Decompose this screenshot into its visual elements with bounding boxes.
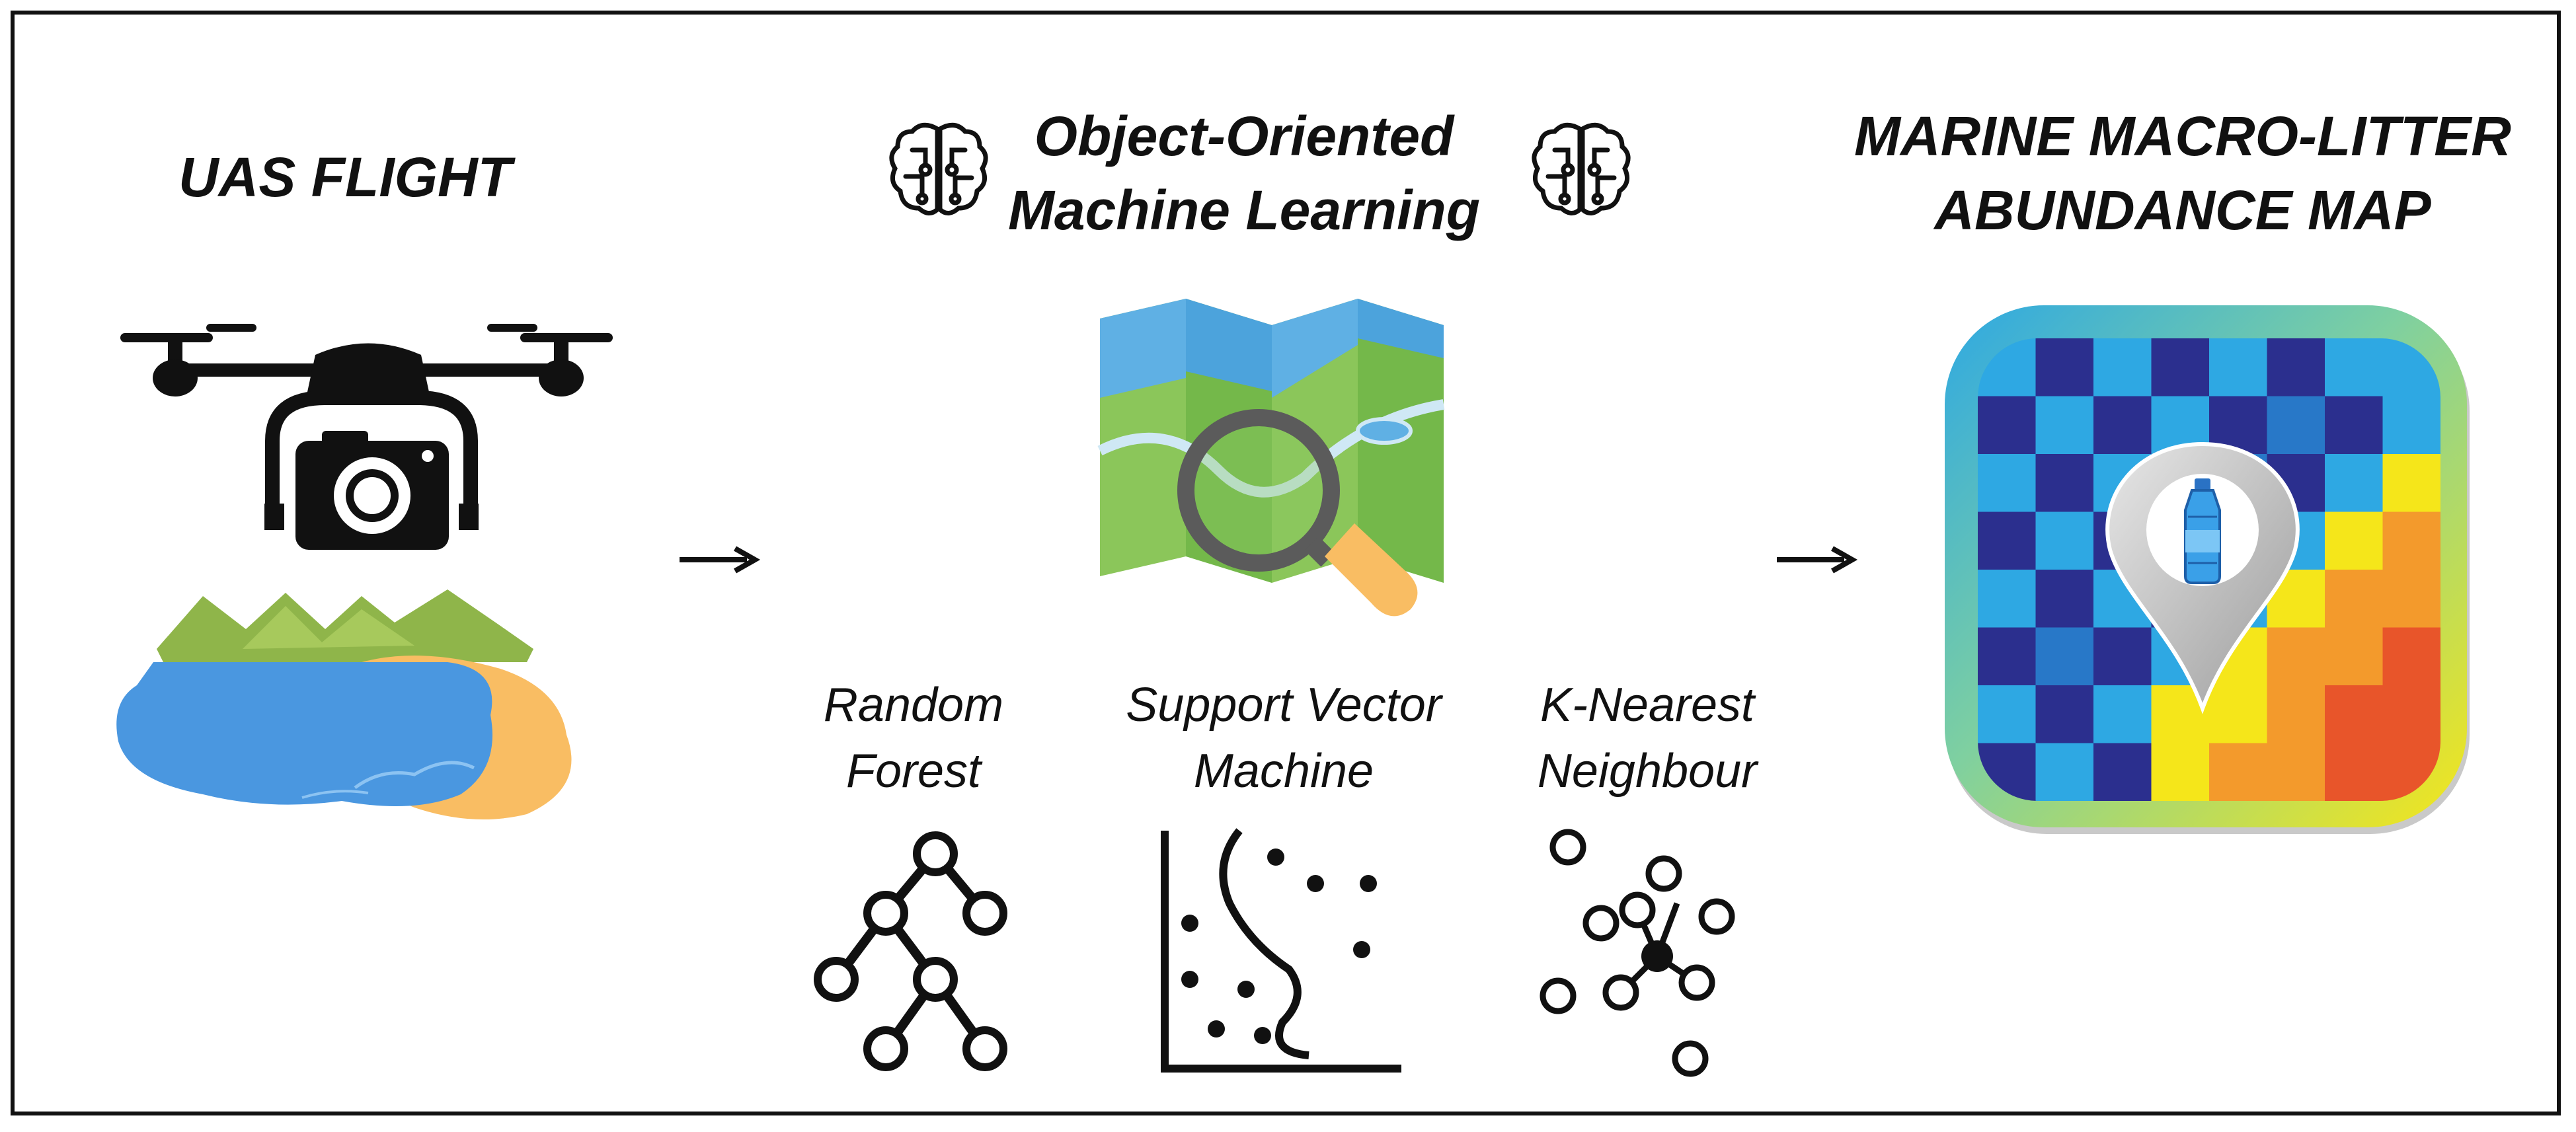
heatmap-cell bbox=[2382, 454, 2440, 513]
heatmap-cell bbox=[2382, 570, 2440, 628]
ml-title-line2: Machine Learning bbox=[1007, 179, 1481, 241]
heatmap-cell bbox=[1978, 511, 2037, 570]
arrow-right-icon bbox=[680, 546, 761, 574]
method-label-line1: Random bbox=[823, 679, 1004, 732]
heatmap-cell bbox=[2035, 627, 2094, 686]
heatmap-cell bbox=[2035, 396, 2094, 455]
heatmap-cell bbox=[2267, 685, 2325, 744]
method-label-line1: K-Nearest bbox=[1540, 679, 1755, 732]
heatmap-cell bbox=[2035, 338, 2094, 397]
method-label-line2: Neighbour bbox=[1537, 745, 1758, 798]
brain-circuit-icon bbox=[1532, 122, 1631, 215]
heatmap-cell bbox=[2325, 743, 2384, 801]
heatmap-cell bbox=[2093, 338, 2152, 397]
heatmap-cell bbox=[2035, 511, 2094, 570]
method-label-line2: Forest bbox=[845, 745, 982, 798]
heatmap-cell bbox=[2267, 743, 2325, 801]
heatmap-cell bbox=[2035, 570, 2094, 628]
heatmap-cell bbox=[2267, 627, 2325, 686]
heatmap-cell bbox=[2151, 338, 2210, 397]
heatmap-cell bbox=[2382, 396, 2440, 455]
landscape-icon bbox=[116, 589, 572, 819]
heatmap-cell bbox=[2267, 396, 2325, 455]
arrow-right-icon bbox=[1777, 546, 1858, 574]
heatmap-cell bbox=[1978, 454, 2037, 513]
heatmap-cell bbox=[1978, 570, 2037, 628]
heatmap-cell bbox=[2093, 396, 2152, 455]
heatmap-cell bbox=[1978, 396, 2037, 455]
heatmap-cell bbox=[2209, 338, 2268, 397]
heatmap-cell bbox=[2325, 454, 2384, 513]
diagram-frame: UAS FLIGHT bbox=[11, 11, 2561, 1115]
map-title-line2: ABUNDANCE MAP bbox=[1934, 179, 2431, 241]
decision-tree-icon bbox=[814, 831, 1007, 1071]
drone-camera-icon bbox=[120, 324, 613, 550]
method-label-line2: Machine bbox=[1193, 745, 1374, 798]
brain-circuit-icon bbox=[889, 122, 988, 215]
ml-title-line1: Object-Oriented bbox=[1034, 105, 1454, 167]
heatmap-cell bbox=[2325, 511, 2384, 570]
knn-graph-icon bbox=[1540, 829, 1735, 1077]
heatmap-cell bbox=[2209, 685, 2268, 744]
heatmap-cell bbox=[2151, 743, 2210, 801]
heatmap-cell bbox=[2325, 396, 2384, 455]
heatmap-cell bbox=[2209, 743, 2268, 801]
heatmap-cell bbox=[2325, 685, 2384, 744]
heatmap-cell bbox=[2382, 685, 2440, 744]
bottle-icon bbox=[2184, 478, 2221, 584]
heatmap-cell bbox=[2035, 685, 2094, 744]
heatmap-cell bbox=[2035, 454, 2094, 513]
heatmap-cell bbox=[2035, 743, 2094, 801]
heatmap-cell bbox=[2093, 743, 2152, 801]
heatmap-cell bbox=[2093, 685, 2152, 744]
method-label-line1: Support Vector bbox=[1126, 679, 1442, 732]
heatmap-cell bbox=[2382, 627, 2440, 686]
map-title-line1: MARINE MACRO-LITTER bbox=[1854, 105, 2511, 167]
uas-flight-title: UAS FLIGHT bbox=[178, 146, 512, 208]
heatmap-cell bbox=[2325, 627, 2384, 686]
heatmap-cell bbox=[2325, 338, 2384, 397]
map-magnifier-icon bbox=[1097, 299, 1445, 617]
heatmap-cell bbox=[2325, 570, 2384, 628]
heatmap-pin-icon bbox=[1945, 305, 2470, 834]
heatmap-cell bbox=[2382, 511, 2440, 570]
svm-scatter-icon bbox=[1161, 828, 1401, 1073]
heatmap-cell bbox=[2093, 627, 2152, 686]
heatmap-cell bbox=[1978, 685, 2037, 744]
heatmap-cell bbox=[2267, 338, 2325, 397]
heatmap-cell bbox=[1978, 627, 2037, 686]
